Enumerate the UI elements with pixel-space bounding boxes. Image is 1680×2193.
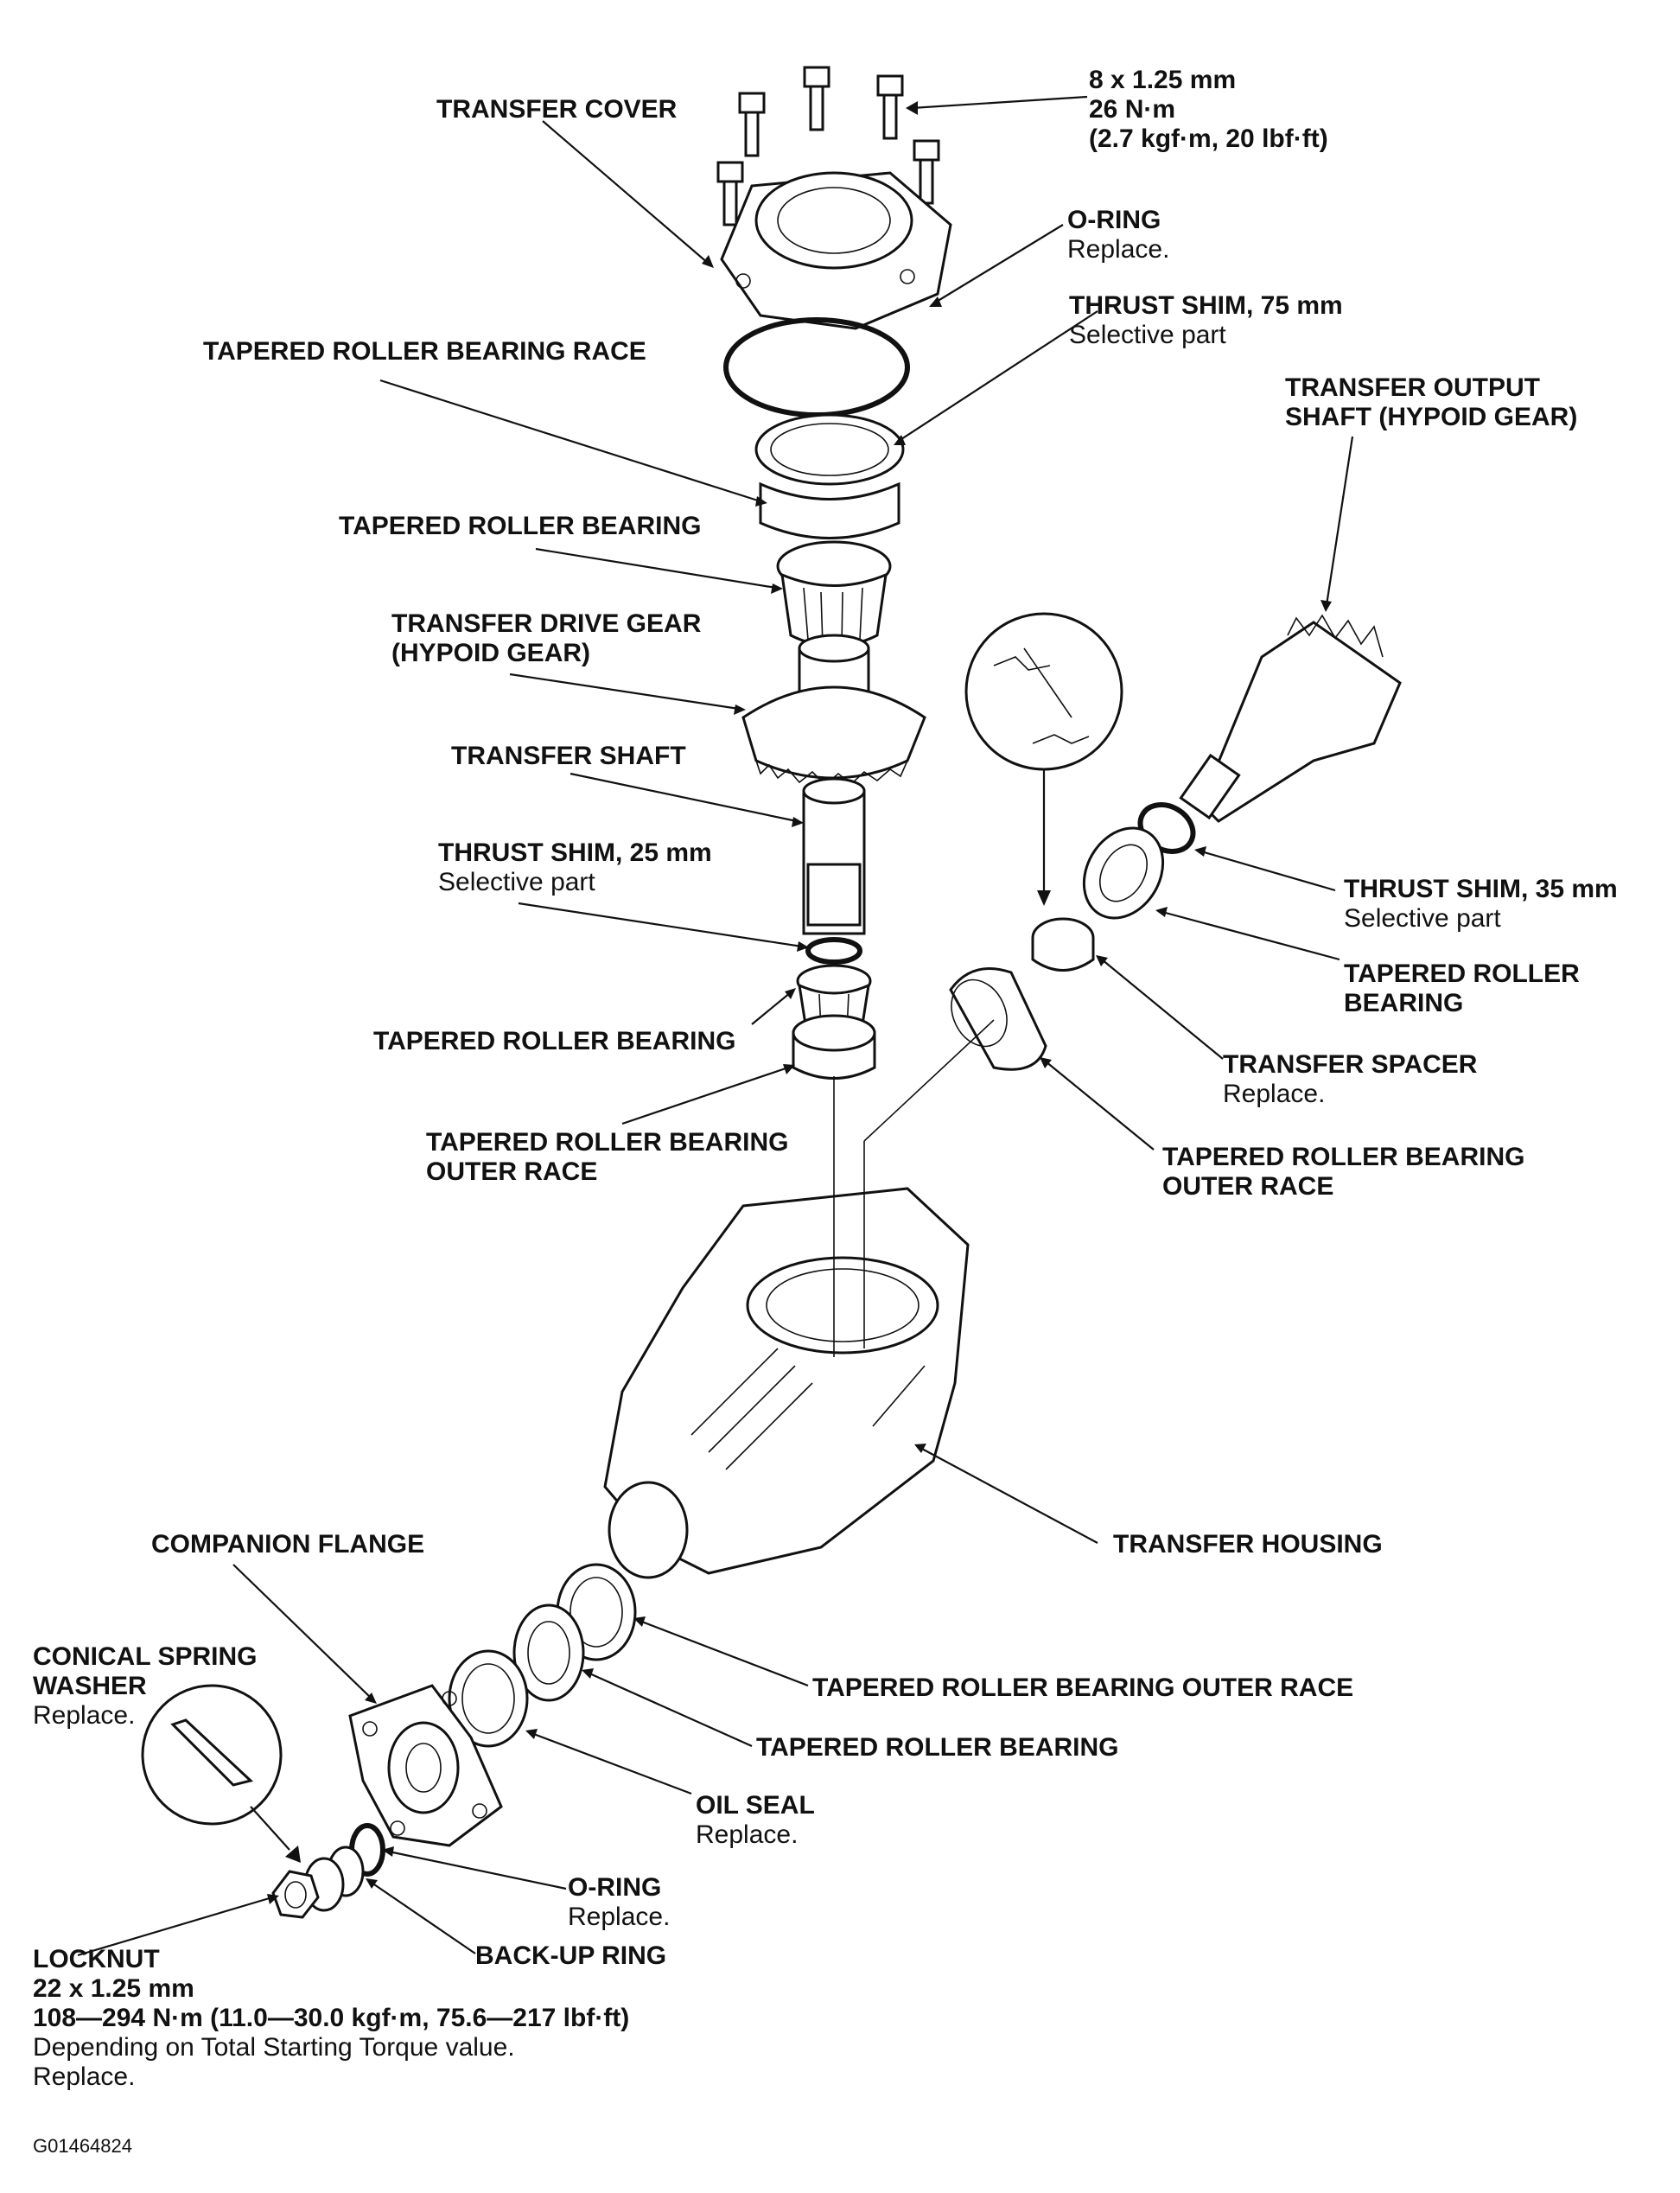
transfer-drive-gear: [741, 634, 926, 787]
tapered-bearing-bottom-label: TAPERED ROLLER BEARING: [756, 1733, 1119, 1762]
transfer-cover: [720, 171, 952, 330]
companion-flange-label: COMPANION FLANGE: [151, 1530, 425, 1559]
leader-lines: [77, 95, 1354, 1957]
outer-race-right-label: TAPERED ROLLER BEARING OUTER RACE: [1162, 1143, 1525, 1201]
transfer-housing-label: TRANSFER HOUSING: [1113, 1530, 1383, 1559]
outer-race-left-label: TAPERED ROLLER BEARING OUTER RACE: [426, 1128, 789, 1186]
o-ring-top-label: O-RING Replace.: [1067, 206, 1170, 264]
tapered-bearing-right-label: TAPERED ROLLER BEARING: [1344, 959, 1580, 1017]
locknut-label: LOCKNUT 22 x 1.25 mm 108—294 N·m (11.0—3…: [33, 1945, 630, 2091]
companion-flange: [348, 1684, 503, 1847]
detail-circle-washer: [141, 1684, 283, 1826]
outer-race-left: [792, 1014, 876, 1080]
o-ring-top: [723, 317, 910, 418]
transfer-shaft: [802, 777, 866, 935]
transfer-output-shaft-label: TRANSFER OUTPUT SHAFT (HYPOID GEAR): [1285, 373, 1578, 431]
transfer-spacer: [1031, 917, 1095, 972]
thrust-shim-75-label: THRUST SHIM, 75 mm Selective part: [1069, 291, 1343, 349]
oil-seal: [448, 1649, 529, 1748]
thrust-shim-35-label: THRUST SHIM, 35 mm Selective part: [1344, 875, 1618, 933]
tapered-bearing-bottom: [512, 1603, 585, 1702]
transfer-cover-label: TRANSFER COVER: [436, 95, 678, 124]
outer-race-right: [949, 967, 1047, 1071]
tapered-bearing-right: [1082, 826, 1165, 920]
conical-washer-label: CONICAL SPRING WASHER Replace.: [33, 1642, 258, 1730]
tapered-bearing-1-label: TAPERED ROLLER BEARING: [339, 512, 702, 540]
locknut: [271, 1870, 320, 1919]
tapered-bearing-2-label: TAPERED ROLLER BEARING: [373, 1027, 736, 1055]
transfer-housing: [603, 1187, 970, 1579]
o-ring-bottom-label: O-RING Replace.: [568, 1873, 671, 1931]
bolt-spec-label: 8 x 1.25 mm 26 N·m (2.7 kgf·m, 20 lbf·ft…: [1089, 66, 1328, 153]
detail-circle-spacer: [964, 612, 1123, 771]
tapered-race-top-label: TAPERED ROLLER BEARING RACE: [203, 337, 646, 366]
transfer-shaft-label: TRANSFER SHAFT: [451, 742, 686, 770]
race-and-shim-75: [754, 413, 905, 539]
transfer-spacer-label: TRANSFER SPACER Replace.: [1223, 1050, 1478, 1108]
tapered-bearing-top: [776, 540, 892, 647]
transfer-output-shaft: [1179, 614, 1402, 823]
outer-race-bottom-label: TAPERED ROLLER BEARING OUTER RACE: [812, 1673, 1354, 1702]
backup-ring-label: BACK-UP RING: [475, 1941, 667, 1970]
thrust-shim-25: [805, 937, 862, 965]
transfer-drive-gear-label: TRANSFER DRIVE GEAR (HYPOID GEAR): [391, 609, 702, 667]
thrust-shim-25-label: THRUST SHIM, 25 mm Selective part: [438, 838, 712, 896]
figure-code: G01464824: [33, 2135, 132, 2157]
oil-seal-label: OIL SEAL Replace.: [696, 1791, 815, 1849]
